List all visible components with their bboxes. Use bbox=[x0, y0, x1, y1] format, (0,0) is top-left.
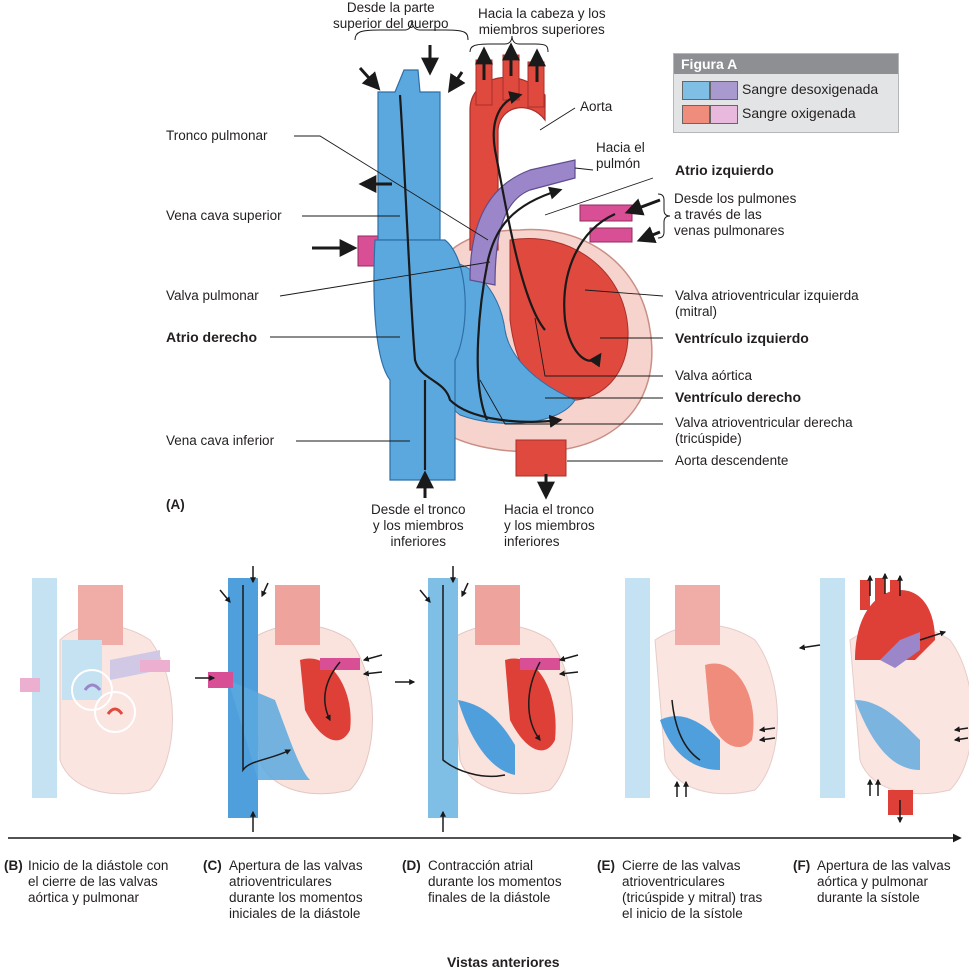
panel-b-circle-pulmonary bbox=[71, 669, 113, 711]
brace-lungs bbox=[657, 193, 671, 239]
caption-text-f: Apertura de las valvas aórtica y pulmona… bbox=[817, 858, 951, 905]
main-direction-arrows bbox=[312, 42, 661, 500]
panel-e-right-ventricle bbox=[660, 716, 720, 770]
pulmonary-trunk bbox=[469, 159, 576, 286]
panel-d-right-ventricle bbox=[458, 700, 515, 775]
legend: Figura A Sangre desoxigenada Sangre oxig… bbox=[673, 53, 899, 133]
panel-f-right-ventricle bbox=[855, 700, 920, 770]
leader-tricuspide bbox=[479, 379, 663, 425]
flow-line-lv-to-aorta bbox=[492, 91, 546, 331]
arrow-from-lungs-right-1 bbox=[624, 198, 661, 216]
caption-key-b: (B) bbox=[4, 858, 23, 873]
main-flow-lines bbox=[398, 91, 616, 470]
caption-key-d: (D) bbox=[402, 858, 421, 873]
caption-key-f: (F) bbox=[793, 858, 811, 873]
label-mitral-valve: Valva atrioventricular izquierda (mitral… bbox=[675, 288, 859, 319]
label-aortic-valve: Valva aórtica bbox=[675, 368, 753, 383]
leader-mitral bbox=[584, 289, 664, 297]
panel-d bbox=[395, 566, 579, 832]
panel-f bbox=[798, 572, 969, 824]
caption-key-e: (E) bbox=[597, 858, 615, 873]
leader-hacia-pulmon bbox=[574, 167, 594, 171]
panel-d-left-ventricle bbox=[505, 658, 556, 751]
brace-head bbox=[469, 35, 549, 53]
flow-line-pv-to-lv bbox=[563, 212, 616, 368]
arrow-from-lungs-right-2 bbox=[636, 226, 661, 244]
panel-c bbox=[195, 566, 383, 832]
leader-tronco-pulmonar bbox=[294, 135, 489, 241]
panel-e-left-ventricle bbox=[705, 663, 754, 748]
caption-text-e: Cierre de las valvas atrioventriculares … bbox=[622, 858, 763, 921]
panel-b bbox=[20, 578, 173, 798]
caption-text-d: Contracción atrial durante los momentos … bbox=[428, 858, 562, 905]
leader-atrio-izq bbox=[544, 177, 654, 216]
main-heart bbox=[312, 19, 671, 500]
legend-swatch-purple bbox=[710, 81, 738, 100]
descending-aorta bbox=[515, 439, 567, 477]
label-left-atrium: Atrio izquierdo bbox=[675, 162, 774, 178]
label-from-lungs: Desde los pulmones a través de las venas… bbox=[674, 191, 797, 238]
flow-line-svc bbox=[398, 94, 563, 428]
label-to-lung: Hacia el pulmón bbox=[596, 140, 645, 171]
leader-lines bbox=[270, 107, 664, 462]
label-aorta: Aorta bbox=[580, 99, 613, 114]
label-superior-vena-cava: Vena cava superior bbox=[166, 208, 282, 223]
flow-line-ra-to-pa bbox=[476, 186, 563, 421]
caption-key-c: (C) bbox=[203, 858, 222, 873]
caption-text-c: Apertura de las valvas atrioventriculare… bbox=[229, 858, 363, 921]
pulmonary-vein-lower bbox=[589, 227, 633, 243]
label-from-lower-body: Desde el tronco y los miembros inferiore… bbox=[371, 502, 466, 549]
vena-cava-superior bbox=[377, 69, 441, 241]
legend-swatch-pink bbox=[710, 105, 738, 124]
label-descending-aorta: Aorta descendente bbox=[675, 453, 789, 468]
panel-e bbox=[625, 578, 778, 798]
leader-valva-pulmonar bbox=[279, 261, 491, 297]
panel-b-circle-aortic bbox=[94, 691, 136, 733]
label-panel-a: (A) bbox=[166, 497, 185, 512]
arrow-from-upper-body-1 bbox=[358, 66, 381, 91]
label-tricuspid-valve: Valva atrioventricular derecha (tricúspi… bbox=[675, 415, 853, 446]
brace-upper-body bbox=[354, 19, 469, 41]
label-to-lower-body: Hacia el tronco y los miembros inferiore… bbox=[504, 502, 595, 549]
label-inferior-vena-cava: Vena cava inferior bbox=[166, 433, 275, 448]
legend-title: Figura A bbox=[674, 54, 898, 74]
panel-c-right-atrium bbox=[228, 680, 310, 780]
legend-label-oxy: Sangre oxigenada bbox=[742, 105, 856, 121]
caption-text-b: Inicio de la diástole con el cierre de l… bbox=[28, 858, 169, 905]
arrow-from-upper-body-3 bbox=[448, 71, 466, 93]
label-to-head: Hacia la cabeza y los miembros superiore… bbox=[478, 6, 606, 37]
label-right-ventricle: Ventrículo derecho bbox=[675, 389, 802, 405]
label-left-ventricle: Ventrículo izquierdo bbox=[675, 330, 809, 346]
footer-anterior-views: Vistas anteriores bbox=[447, 954, 560, 970]
panel-f-pulmonary bbox=[880, 632, 920, 668]
legend-swatch-red bbox=[682, 105, 710, 124]
leader-aorta bbox=[539, 107, 576, 131]
right-atrium bbox=[373, 239, 466, 481]
legend-label-deoxy: Sangre desoxigenada bbox=[742, 81, 879, 97]
label-right-atrium: Atrio derecho bbox=[166, 329, 258, 345]
leader-valva-aortica bbox=[534, 317, 663, 377]
legend-swatch-blue bbox=[682, 81, 710, 100]
label-pulmonary-valve: Valva pulmonar bbox=[166, 288, 259, 303]
label-from-upper-body: Desde la parte superior del cuerpo bbox=[333, 0, 449, 31]
label-pulmonary-trunk: Tronco pulmonar bbox=[166, 128, 268, 143]
